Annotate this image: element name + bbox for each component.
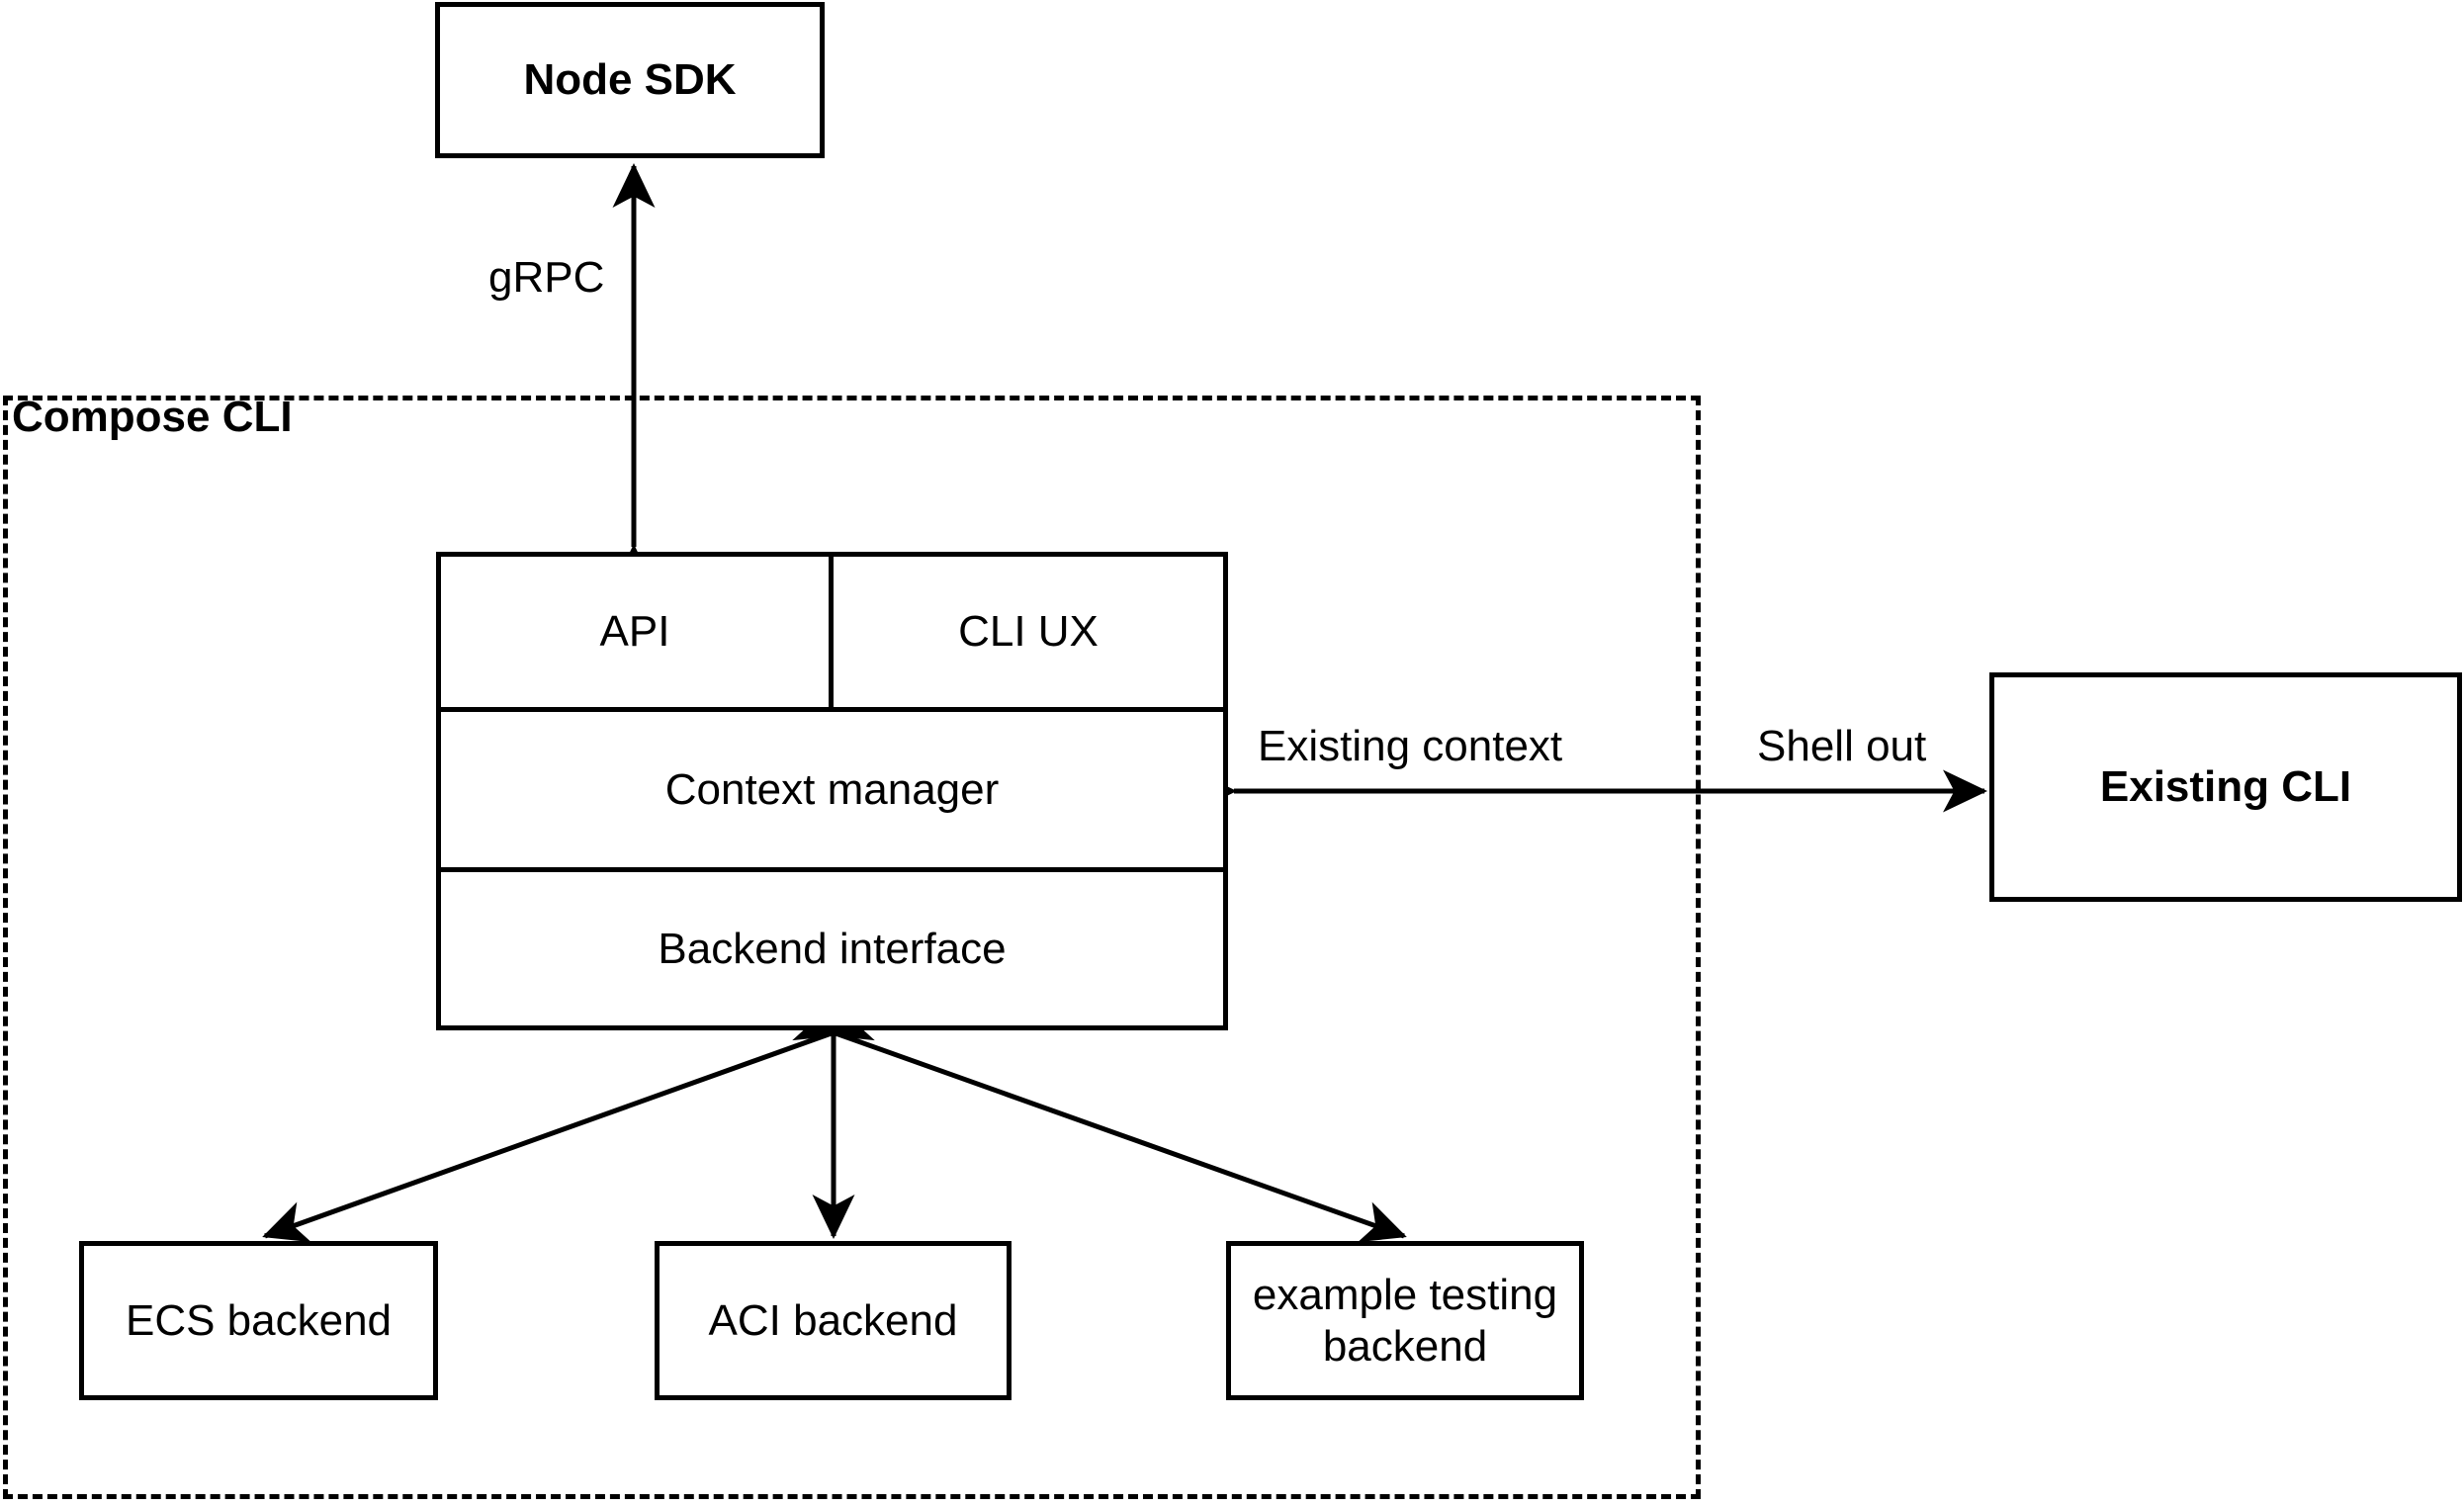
example-testing-backend-label-line2: backend bbox=[1322, 1321, 1488, 1371]
shell-out-edge-label: Shell out bbox=[1753, 722, 1931, 771]
example-testing-backend-label-line1: example testing bbox=[1252, 1270, 1558, 1319]
existing-context-edge-label: Existing context bbox=[1254, 722, 1567, 771]
example-testing-backend-box[interactable]: example testing backend bbox=[1226, 1241, 1584, 1400]
aci-backend-box[interactable]: ACI backend bbox=[655, 1241, 1012, 1400]
compose-cli-group-border bbox=[3, 396, 1701, 1499]
grpc-edge-label: gRPC bbox=[484, 253, 609, 303]
backend-interface-cell[interactable]: Backend interface bbox=[658, 924, 1007, 973]
cli-ux-cell[interactable]: CLI UX bbox=[958, 607, 1099, 656]
ecs-backend-box[interactable]: ECS backend bbox=[79, 1241, 438, 1400]
stack-row-divider-2 bbox=[436, 867, 1228, 872]
compose-cli-group-label: Compose CLI bbox=[12, 393, 293, 441]
stack-column-divider bbox=[829, 552, 834, 710]
node-sdk-box[interactable]: Node SDK bbox=[435, 2, 825, 158]
existing-cli-box[interactable]: Existing CLI bbox=[1989, 672, 2462, 902]
context-manager-cell[interactable]: Context manager bbox=[664, 764, 1000, 814]
api-cell[interactable]: API bbox=[599, 607, 670, 656]
